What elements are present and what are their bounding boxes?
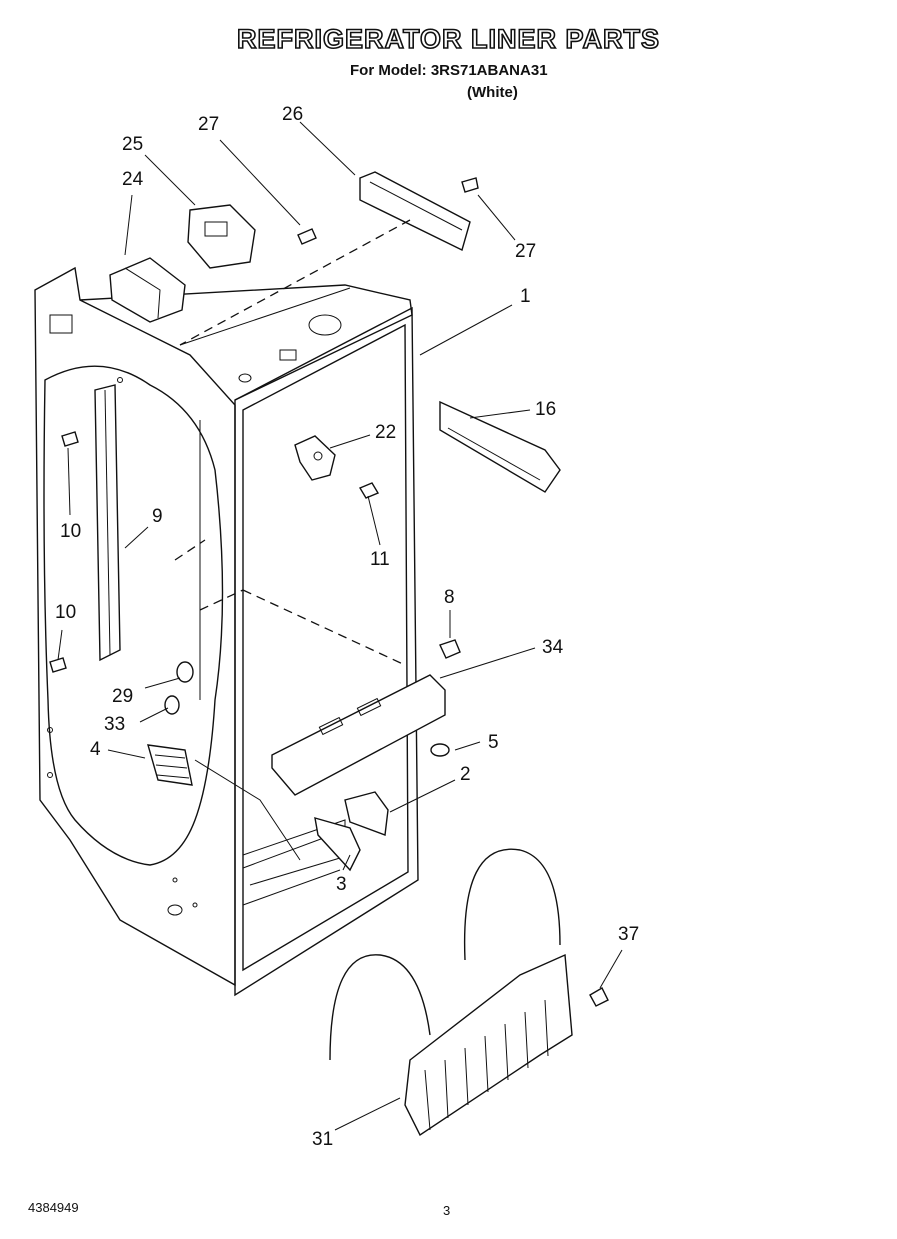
part-24-25-housing — [109, 204, 256, 323]
callout-37: 37 — [618, 924, 639, 945]
part-5-nut — [430, 743, 450, 757]
callout-9: 9 — [152, 506, 163, 527]
callout-33: 33 — [104, 714, 125, 735]
part-34-deflector — [271, 674, 446, 796]
page-number: 3 — [443, 1203, 451, 1218]
part-4-grille — [147, 744, 193, 786]
part-31-heater — [329, 848, 609, 1137]
callout-26: 26 — [282, 104, 303, 125]
callout-16: 16 — [535, 399, 556, 420]
part-16-trim — [439, 400, 561, 493]
part-26-bracket — [179, 171, 471, 346]
doc-number: 4384949 — [28, 1200, 79, 1215]
color-note: (White) — [467, 84, 518, 101]
liner-cabinet — [34, 266, 419, 997]
callout-3: 3 — [336, 874, 347, 895]
callout-31: 31 — [312, 1129, 333, 1150]
part-22-bracket — [294, 435, 380, 499]
leader-lines — [57, 121, 623, 1131]
callout-27-top: 27 — [198, 114, 219, 135]
callout-25: 25 — [122, 134, 143, 155]
callout-10-upper: 10 — [60, 521, 81, 542]
model-subtitle: For Model: 3RS71ABANA31 — [350, 62, 548, 79]
part-29-33-light — [164, 539, 206, 715]
page-title: REFRIGERATOR LINER PARTS — [236, 23, 660, 55]
callout-labels: 27 26 25 24 27 1 16 22 10 9 11 10 8 34 2… — [55, 104, 639, 1150]
part-2-3-brackets — [314, 791, 389, 872]
callout-27-right: 27 — [515, 241, 536, 262]
callout-2: 2 — [460, 764, 471, 785]
callout-24: 24 — [122, 169, 144, 190]
callout-22: 22 — [375, 422, 396, 443]
callout-11: 11 — [370, 549, 390, 570]
part-8-fastener — [439, 639, 461, 659]
screws — [49, 177, 479, 673]
callout-8: 8 — [444, 587, 455, 608]
callout-4: 4 — [90, 739, 101, 760]
callout-34: 34 — [542, 637, 564, 658]
callout-29: 29 — [112, 686, 133, 707]
callout-1: 1 — [520, 286, 531, 307]
callout-10-lower: 10 — [55, 602, 76, 623]
callout-5: 5 — [488, 732, 499, 753]
part-9-channel — [94, 384, 121, 662]
